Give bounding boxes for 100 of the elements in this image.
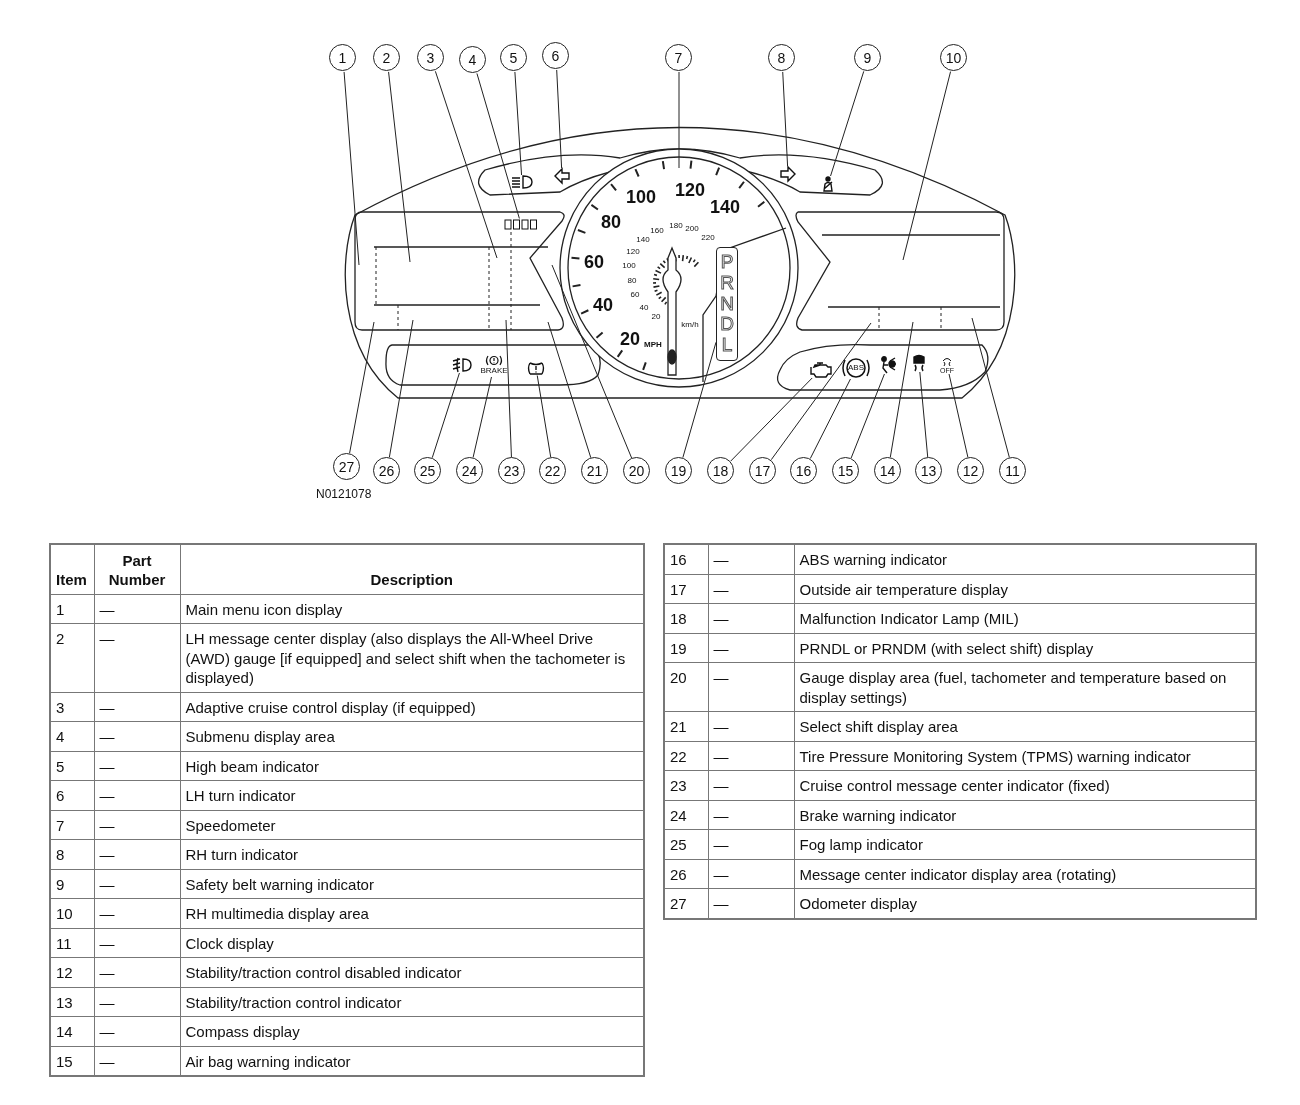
unit-label: MPH (644, 341, 662, 349)
callout-number: 24 (456, 457, 483, 484)
kmh-number: 220 (701, 234, 715, 242)
unit-label: km/h (681, 321, 699, 329)
part-number: — (708, 859, 794, 889)
item-number: 2 (50, 623, 94, 692)
figure-code: N0121078 (316, 487, 372, 501)
part-number: — (708, 829, 794, 859)
item-number: 11 (50, 928, 94, 958)
callout-number: 14 (874, 457, 901, 484)
right-arrow-icon (780, 166, 796, 182)
callout-number: 3 (417, 44, 444, 71)
part-number: — (708, 633, 794, 663)
callout-number: 11 (999, 457, 1026, 484)
seatbelt-icon (821, 176, 835, 192)
callout-number: 16 (790, 457, 817, 484)
callout-number: 10 (940, 44, 967, 71)
speed-number: 20 (620, 330, 640, 348)
item-number: 14 (50, 1016, 94, 1046)
item-number: 18 (664, 603, 708, 633)
part-number: — (708, 770, 794, 800)
callout-number: 5 (500, 44, 527, 71)
leader-line (434, 70, 498, 259)
part-number: — (708, 741, 794, 771)
part-number: — (708, 574, 794, 604)
item-number: 25 (664, 829, 708, 859)
speed-number: 40 (593, 296, 613, 314)
item-number: 8 (50, 839, 94, 869)
leader-line (919, 371, 929, 458)
leader-line (948, 373, 969, 458)
part-number: — (708, 800, 794, 830)
part-number: — (94, 987, 180, 1017)
part-number: — (94, 839, 180, 869)
leader-line (388, 71, 411, 263)
leader-line (782, 71, 789, 167)
part-number: — (94, 810, 180, 840)
leader-line (505, 319, 512, 458)
column-header: Part Number (94, 544, 180, 594)
part-number: — (94, 594, 180, 624)
item-number: 5 (50, 751, 94, 781)
leader-line (730, 377, 813, 462)
callout-number: 17 (749, 457, 776, 484)
item-number: 7 (50, 810, 94, 840)
leader-line (809, 378, 851, 459)
leader-line (476, 72, 520, 219)
part-number: — (708, 711, 794, 741)
kmh-number: 180 (669, 222, 683, 230)
callout-number: 19 (665, 457, 692, 484)
callout-number: 2 (373, 44, 400, 71)
speed-number: 140 (710, 198, 740, 216)
leader-line (889, 321, 914, 458)
leader-line (536, 375, 552, 458)
part-number: — (94, 869, 180, 899)
part-number: — (94, 957, 180, 987)
part-number: — (94, 692, 180, 722)
kmh-number: 80 (627, 277, 637, 285)
item-number: 16 (664, 544, 708, 574)
kmh-number: 160 (650, 227, 664, 235)
airbag-icon (879, 356, 897, 374)
item-number: 6 (50, 780, 94, 810)
callout-number: 9 (854, 44, 881, 71)
speed-number: 80 (601, 213, 621, 231)
item-number: 1 (50, 594, 94, 624)
leader-line (551, 264, 633, 459)
callout-number: 8 (768, 44, 795, 71)
item-number: 3 (50, 692, 94, 722)
speed-number: 120 (675, 181, 705, 199)
item-number: 23 (664, 770, 708, 800)
item-number: 12 (50, 957, 94, 987)
item-number: 21 (664, 711, 708, 741)
callout-number: 26 (373, 457, 400, 484)
leader-line (678, 71, 680, 169)
item-number: 9 (50, 869, 94, 899)
leader-line (343, 71, 360, 266)
kmh-number: 60 (630, 291, 640, 299)
item-number: 20 (664, 662, 708, 712)
callout-number: 6 (542, 42, 569, 69)
kmh-number: 140 (636, 236, 650, 244)
leader-line (770, 322, 872, 461)
callout-number: 4 (459, 46, 486, 73)
part-number: — (94, 780, 180, 810)
part-number: — (94, 1016, 180, 1046)
icon-text: BRAKE (480, 367, 508, 375)
callout-number: 21 (581, 457, 608, 484)
part-number: — (708, 544, 794, 574)
leader-line (349, 321, 375, 454)
kmh-number: 20 (651, 313, 661, 321)
part-number: — (708, 662, 794, 712)
leader-line (556, 69, 563, 169)
item-number: 22 (664, 741, 708, 771)
item-number: 10 (50, 898, 94, 928)
item-number: 19 (664, 633, 708, 663)
callout-number: 22 (539, 457, 566, 484)
kmh-number: 100 (622, 262, 636, 270)
part-number: — (708, 603, 794, 633)
item-number: 26 (664, 859, 708, 889)
leader-line (850, 373, 885, 459)
leader-line (431, 372, 460, 459)
speed-number: 60 (584, 253, 604, 271)
leader-line (472, 376, 492, 458)
